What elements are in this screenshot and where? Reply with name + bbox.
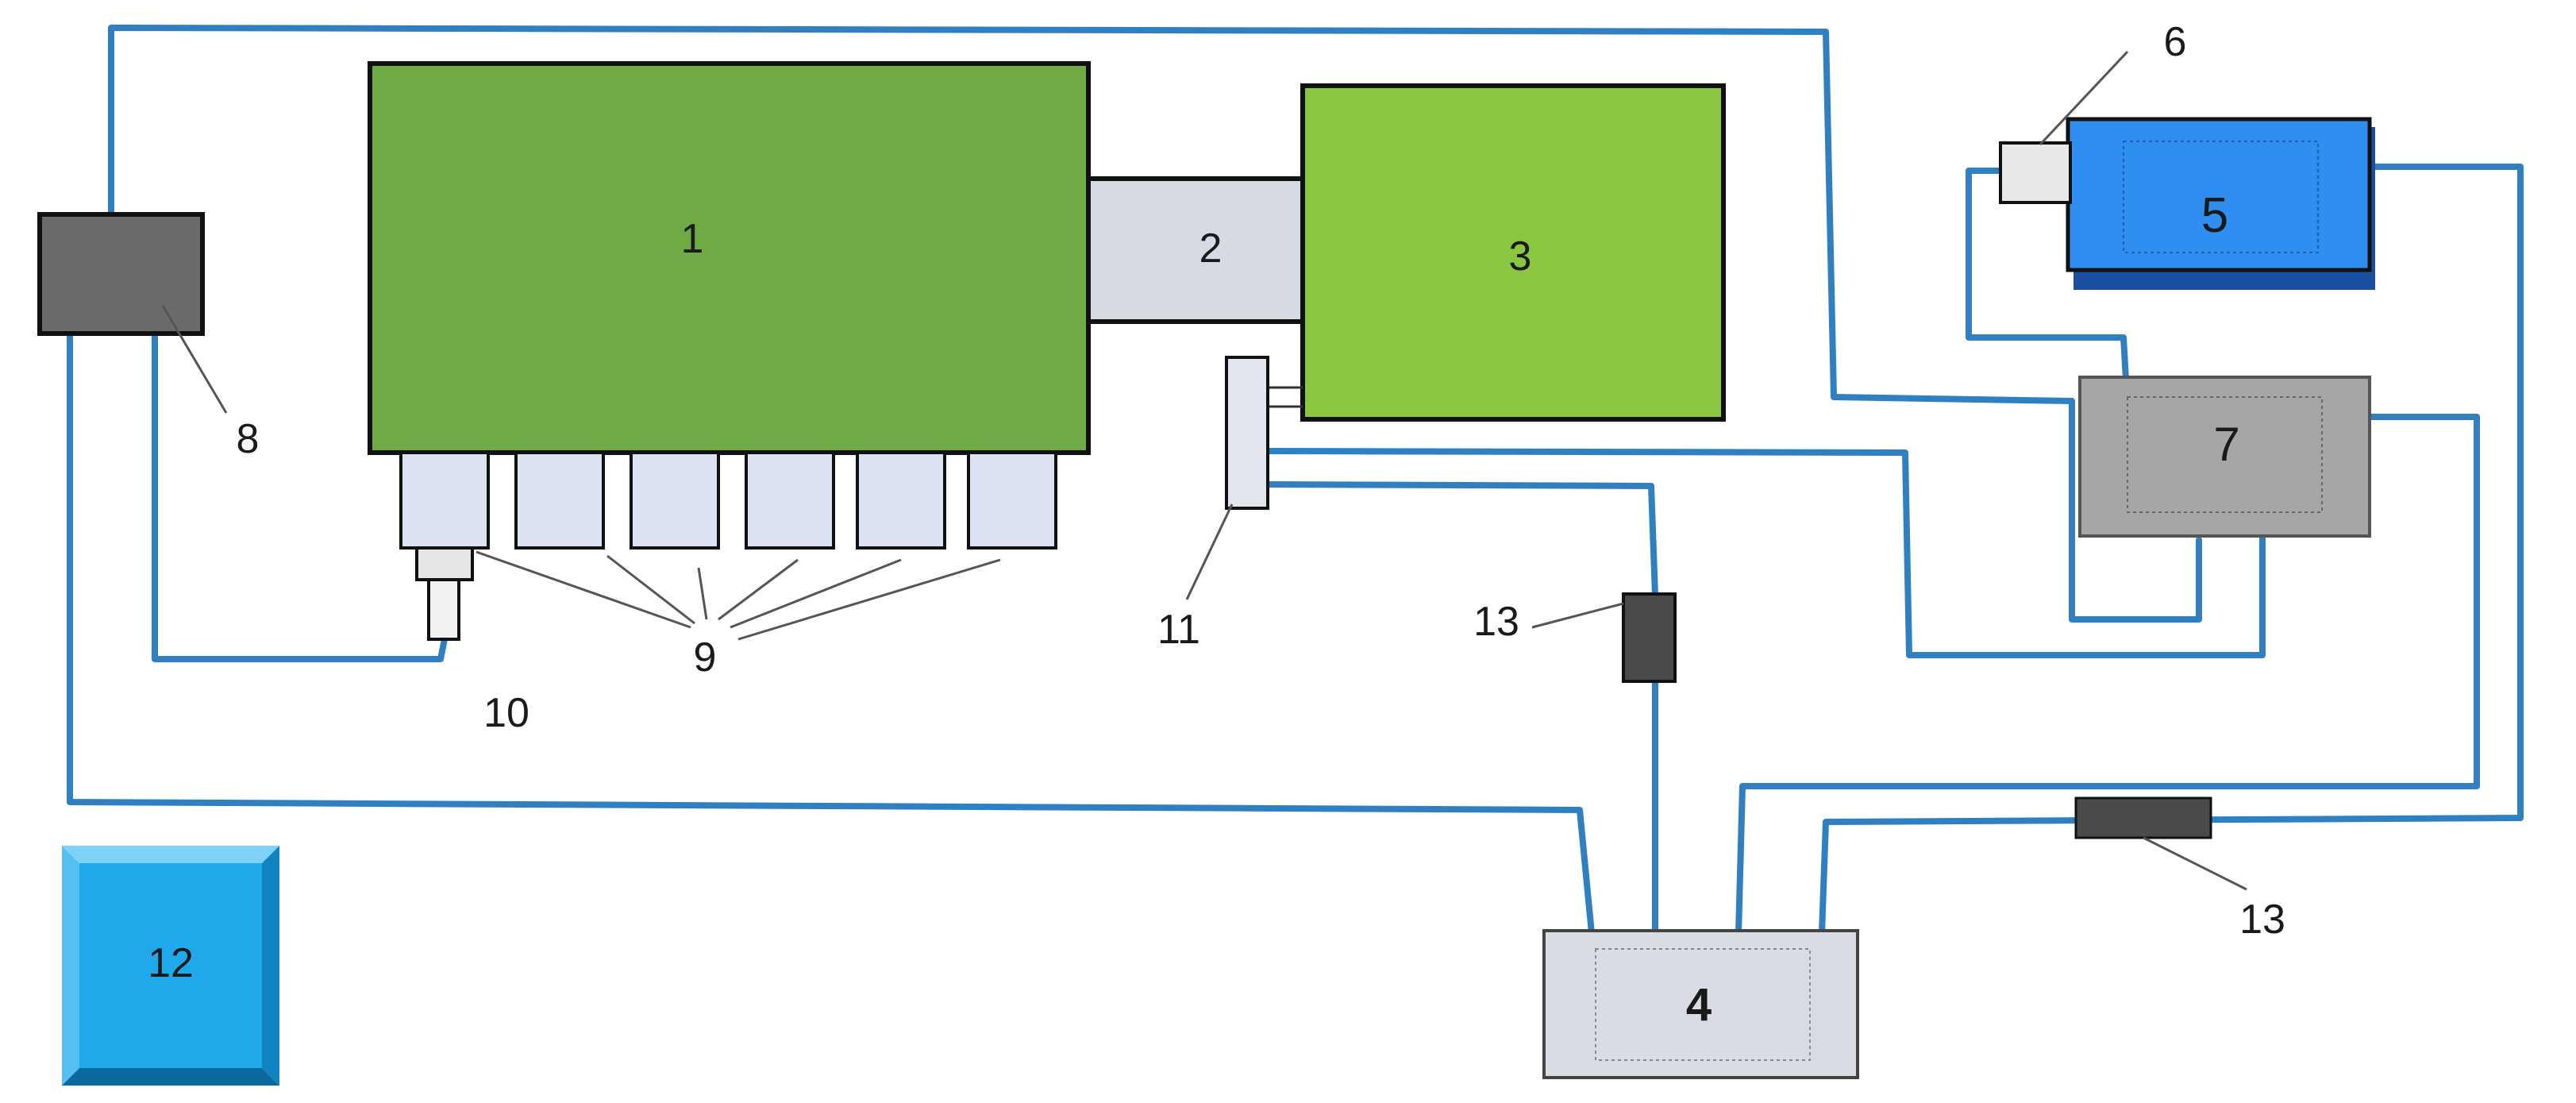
label-13-center: 13	[1473, 599, 1519, 645]
wire-8-to-4	[67, 326, 1595, 936]
filter-13-right	[2074, 796, 2212, 839]
label-4: 4	[1686, 979, 1712, 1031]
sensor-tip	[427, 578, 460, 641]
wire-11-to-7	[1267, 448, 2266, 658]
label-6: 6	[2164, 19, 2187, 65]
coupling-2	[1086, 176, 1305, 324]
injector	[630, 451, 720, 550]
wire-6-to-7	[1966, 168, 2129, 383]
label-2: 2	[1199, 226, 1223, 272]
leader-9-b	[606, 554, 695, 625]
injector	[399, 451, 490, 550]
sensor-11	[1225, 356, 1303, 510]
key-12-left-bevel	[62, 846, 79, 1086]
sensor-11-body	[1225, 356, 1269, 510]
label-7: 7	[2213, 418, 2239, 471]
key-12	[62, 846, 279, 1086]
label-3: 3	[1509, 233, 1532, 280]
leader-13-right	[2143, 836, 2247, 891]
key-12-top-bevel	[62, 846, 279, 863]
wire-5-to-4	[1819, 164, 2524, 936]
sensor-head	[415, 546, 474, 581]
label-9: 9	[694, 634, 717, 681]
leader-9-e	[730, 558, 902, 629]
block-3	[1300, 83, 1726, 422]
leader-8	[161, 305, 228, 414]
block-1	[368, 61, 1091, 455]
label-11: 11	[1157, 607, 1200, 653]
label-8: 8	[237, 416, 260, 462]
box-7-inner	[2127, 396, 2323, 513]
leader-9-a	[476, 550, 691, 629]
wire-8-to-10	[152, 326, 448, 662]
box-4	[1542, 929, 1859, 1079]
connector-6	[1999, 141, 2072, 204]
label-10: 10	[483, 690, 529, 736]
device-5-inner	[2123, 141, 2319, 253]
leader-9-d	[718, 558, 799, 621]
device-5	[2066, 117, 2375, 290]
box-7	[2078, 376, 2371, 538]
injector	[967, 451, 1057, 550]
leader-lines	[161, 50, 2247, 891]
label-5: 5	[2201, 188, 2228, 243]
leader-9-f	[737, 558, 1001, 641]
box-4-inner	[1595, 948, 1811, 1061]
device-5-body	[2066, 117, 2372, 272]
label-12: 12	[148, 940, 194, 986]
wire-7-to-4	[1735, 414, 2480, 936]
leader-13-center	[1531, 602, 1624, 629]
key-12-right-bevel	[262, 846, 279, 1086]
wire-8-to-7	[108, 25, 2202, 623]
leader-11	[1185, 503, 1234, 600]
injector	[745, 451, 835, 550]
labels: 1 2 3 4 5 6 7 8 9 10 11 12 13 13	[148, 19, 2285, 1031]
key-12-face	[79, 863, 262, 1068]
label-13-right: 13	[2239, 897, 2285, 943]
box-8	[37, 212, 205, 336]
injector	[856, 451, 946, 550]
key-12-bottom-bevel	[62, 1068, 279, 1086]
label-1: 1	[681, 216, 704, 262]
injector	[514, 451, 605, 550]
leader-6	[2039, 50, 2129, 146]
wiring	[67, 25, 2524, 936]
leader-9-c	[697, 567, 708, 620]
filter-13-center	[1622, 592, 1677, 683]
wire-11-to-filter	[1267, 481, 1658, 599]
sensor-10	[415, 546, 474, 641]
injectors-9	[399, 451, 1057, 550]
